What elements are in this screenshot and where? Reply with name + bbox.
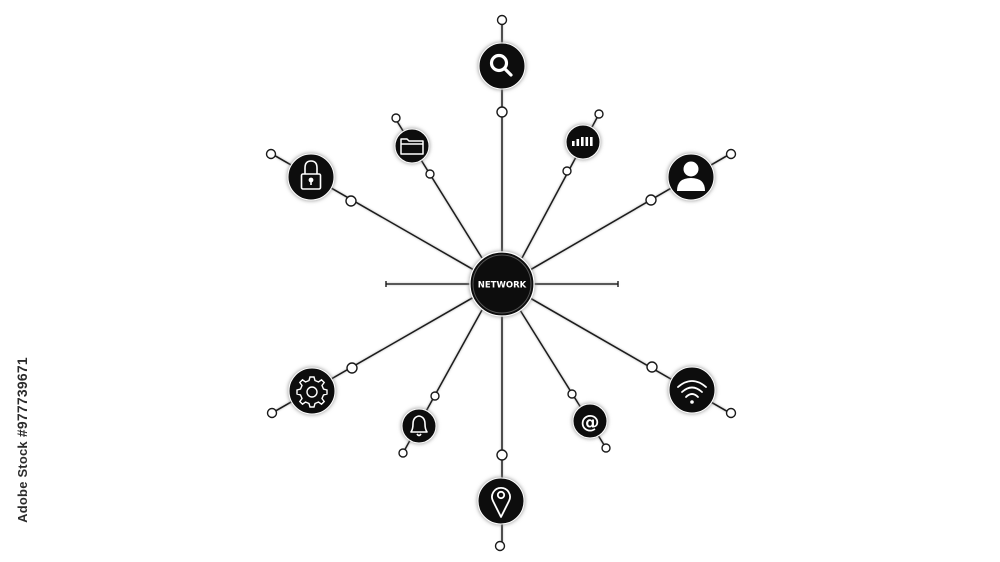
junction-dot: [425, 169, 435, 179]
junction-dot: [265, 148, 277, 160]
junction-dot: [398, 448, 408, 458]
junction-dot: [645, 194, 657, 206]
junction-dot: [594, 109, 604, 119]
gear-icon: [296, 376, 328, 408]
junction-dot: [430, 391, 440, 401]
junction-dots: [265, 14, 737, 552]
junction-dot: [496, 14, 508, 26]
wifi-icon: [677, 380, 707, 404]
node-location: [477, 477, 525, 525]
junction-dot: [391, 113, 401, 123]
at-sign-icon: @: [581, 411, 600, 433]
junction-dot: [494, 540, 506, 552]
junction-dot: [496, 449, 508, 461]
bar-end-ticks: [385, 281, 619, 287]
watermark-brand: Adobe Stock: [15, 441, 30, 523]
search-icon: [489, 53, 513, 77]
junction-dot: [346, 362, 358, 374]
signal-bars-icon: [572, 137, 593, 146]
network-hub: [469, 251, 535, 317]
junction-dot: [725, 407, 737, 419]
junction-dot: [562, 166, 572, 176]
node-lock: [287, 153, 335, 201]
junction-dot: [725, 148, 737, 160]
node-gear: [288, 367, 336, 415]
node-wifi: [668, 366, 716, 414]
node-at: @: [572, 403, 608, 439]
node-search: [478, 42, 526, 90]
stock-watermark: Adobe Stock #977739671: [8, 330, 36, 550]
user-icon: [677, 161, 705, 191]
junction-dot: [567, 389, 577, 399]
junction-dot: [266, 407, 278, 419]
bell-icon: [410, 415, 428, 437]
junction-dot: [345, 195, 357, 207]
node-folder: [394, 128, 430, 164]
folder-icon: [400, 138, 424, 155]
junction-dot: [601, 443, 611, 453]
watermark-id: #977739671: [14, 357, 30, 438]
node-signal: [565, 124, 601, 160]
node-user: [667, 153, 715, 201]
padlock-icon: [300, 160, 322, 190]
junction-dot: [496, 106, 508, 118]
location-pin-icon: [491, 487, 511, 518]
node-bell: [401, 408, 437, 444]
hub-label: NETWORK: [478, 281, 527, 291]
junction-dot: [646, 361, 658, 373]
